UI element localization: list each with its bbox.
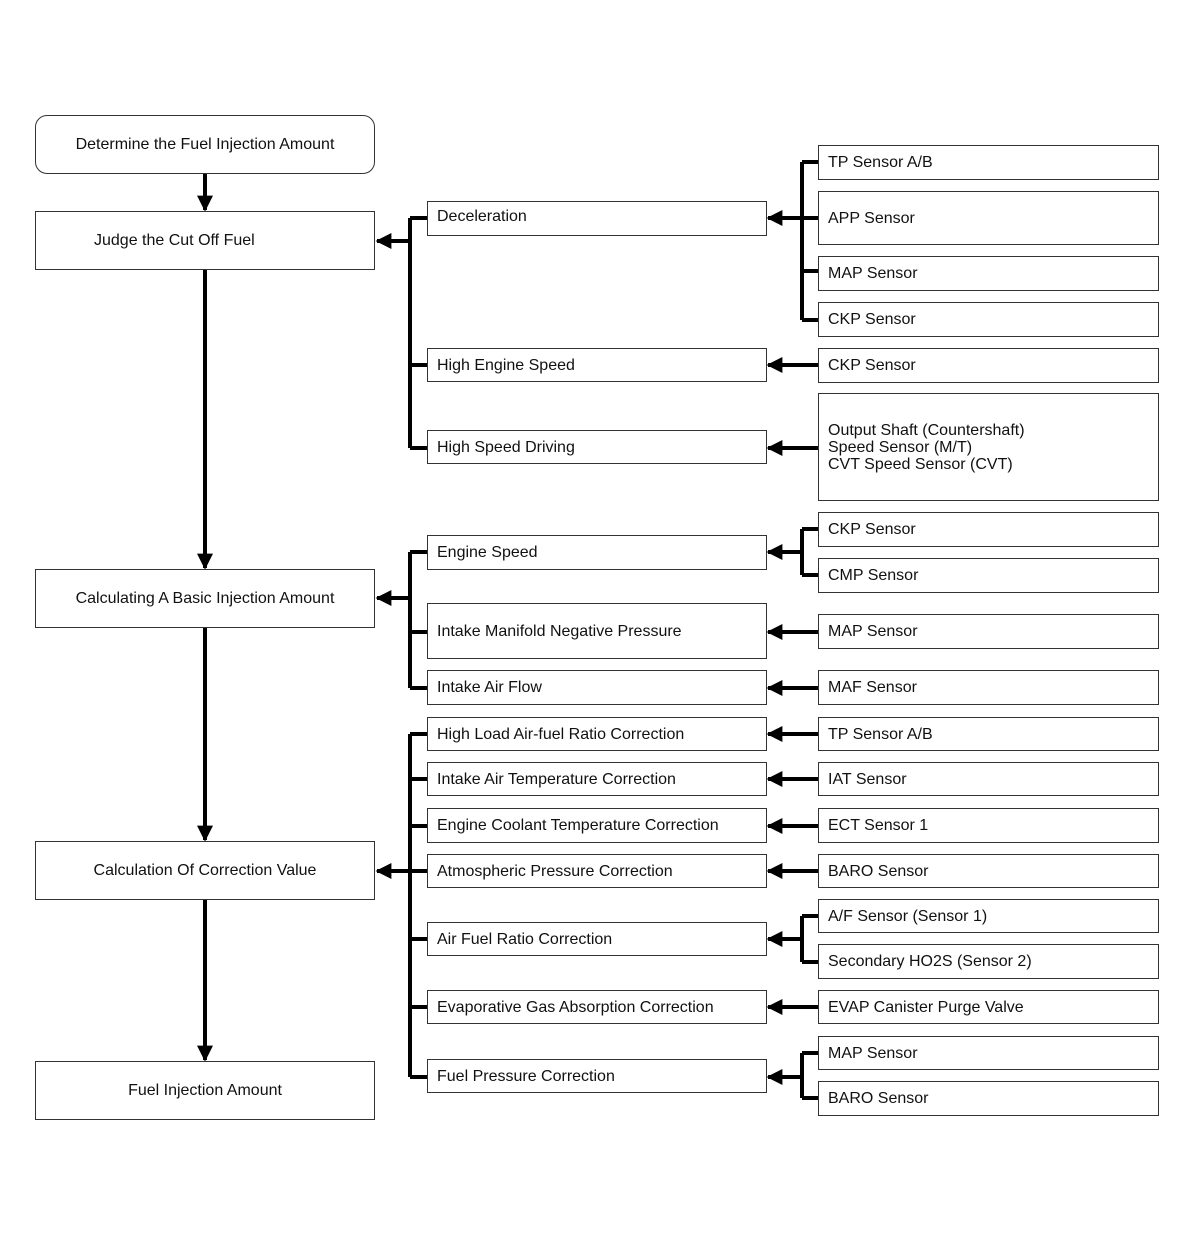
determine-fuel-injection-amount-box: Determine the Fuel Injection Amount <box>35 115 375 174</box>
sensor-label: CMP Sensor <box>828 567 919 584</box>
intake-air-temp-correction-box: Intake Air Temperature Correction <box>427 762 767 796</box>
correction-label: High Load Air-fuel Ratio Correction <box>437 725 685 743</box>
ckp-sensor-box: CKP Sensor <box>818 348 1159 383</box>
map-sensor-box: MAP Sensor <box>818 614 1159 649</box>
sensor-label: EVAP Canister Purge Valve <box>828 998 1024 1016</box>
basic-injection-amount-box: Calculating A Basic Injection Amount <box>35 569 375 628</box>
sensor-label: BARO Sensor <box>828 862 929 880</box>
evaporative-correction-box: Evaporative Gas Absorption Correction <box>427 990 767 1024</box>
judge-cut-off-label: Judge the Cut Off Fuel <box>94 232 255 249</box>
intake-manifold-pressure-box: Intake Manifold Negative Pressure <box>427 603 767 659</box>
sensor-label: ECT Sensor 1 <box>828 817 929 834</box>
high-engine-speed-label: High Engine Speed <box>437 356 575 374</box>
sensor-line: Output Shaft (Countershaft) <box>828 421 1025 439</box>
correction-label: Fuel Pressure Correction <box>437 1067 615 1085</box>
sensor-label: MAP Sensor <box>828 1044 918 1062</box>
baro-sensor-box: BARO Sensor <box>818 854 1159 888</box>
deceleration-box: Deceleration <box>427 201 767 236</box>
map-sensor-box: MAP Sensor <box>818 1036 1159 1070</box>
sensor-label: MAF Sensor <box>828 679 917 696</box>
sensor-label: TP Sensor A/B <box>828 154 933 171</box>
af-sensor-box: A/F Sensor (Sensor 1) <box>818 899 1159 933</box>
sensor-label: BARO Sensor <box>828 1090 929 1107</box>
high-speed-driving-label: High Speed Driving <box>437 438 575 456</box>
cmp-sensor-box: CMP Sensor <box>818 558 1159 593</box>
tp-sensor-ab-box: TP Sensor A/B <box>818 717 1159 751</box>
app-sensor-box: APP Sensor <box>818 191 1159 245</box>
basic-amount-label: Calculating A Basic Injection Amount <box>75 590 335 607</box>
correction-value-box: Calculation Of Correction Value <box>35 841 375 900</box>
baro-sensor-box: BARO Sensor <box>818 1081 1159 1116</box>
determine-label: Determine the Fuel Injection Amount <box>75 136 335 153</box>
secondary-ho2s-box: Secondary HO2S (Sensor 2) <box>818 944 1159 979</box>
sensor-label: MAP Sensor <box>828 623 918 640</box>
evap-purge-valve-box: EVAP Canister Purge Valve <box>818 990 1159 1024</box>
sensor-line: CVT Speed Sensor (CVT) <box>828 455 1013 473</box>
air-fuel-ratio-correction-box: Air Fuel Ratio Correction <box>427 922 767 956</box>
sensor-label: CKP Sensor <box>828 311 916 328</box>
high-engine-speed-box: High Engine Speed <box>427 348 767 382</box>
correction-label: Evaporative Gas Absorption Correction <box>437 998 714 1016</box>
correction-label: Atmospheric Pressure Correction <box>437 862 673 880</box>
sensor-label: Secondary HO2S (Sensor 2) <box>828 953 1032 970</box>
correction-value-label: Calculation Of Correction Value <box>93 862 317 879</box>
high-load-correction-box: High Load Air-fuel Ratio Correction <box>427 717 767 751</box>
judge-cut-off-fuel-box: Judge the Cut Off Fuel <box>35 211 375 270</box>
intake-air-flow-box: Intake Air Flow <box>427 670 767 705</box>
correction-label: Engine Coolant Temperature Correction <box>437 817 719 834</box>
ckp-sensor-box: CKP Sensor <box>818 512 1159 547</box>
maf-sensor-box: MAF Sensor <box>818 670 1159 705</box>
iat-sensor-box: IAT Sensor <box>818 762 1159 796</box>
sensor-label: IAT Sensor <box>828 770 907 788</box>
sensor-label: CKP Sensor <box>828 521 916 538</box>
fuel-injection-amount-box: Fuel Injection Amount <box>35 1061 375 1120</box>
engine-speed-label: Engine Speed <box>437 544 538 561</box>
high-speed-driving-box: High Speed Driving <box>427 430 767 464</box>
engine-speed-box: Engine Speed <box>427 535 767 570</box>
coolant-temp-correction-box: Engine Coolant Temperature Correction <box>427 808 767 843</box>
fuel-amount-label: Fuel Injection Amount <box>128 1082 282 1099</box>
ect-sensor-box: ECT Sensor 1 <box>818 808 1159 843</box>
correction-label: Air Fuel Ratio Correction <box>437 930 613 948</box>
intake-manifold-label: Intake Manifold Negative Pressure <box>437 622 682 640</box>
correction-label: Intake Air Temperature Correction <box>437 770 676 788</box>
sensor-label: A/F Sensor (Sensor 1) <box>828 907 988 925</box>
sensor-line: Speed Sensor (M/T) <box>828 438 973 456</box>
map-sensor-box: MAP Sensor <box>818 256 1159 291</box>
atmospheric-pressure-correction-box: Atmospheric Pressure Correction <box>427 854 767 888</box>
intake-air-flow-label: Intake Air Flow <box>437 679 542 696</box>
sensor-label: TP Sensor A/B <box>828 725 933 743</box>
deceleration-label: Deceleration <box>437 208 527 225</box>
ckp-sensor-box: CKP Sensor <box>818 302 1159 337</box>
fuel-pressure-correction-box: Fuel Pressure Correction <box>427 1059 767 1093</box>
output-shaft-speed-sensor-box: Output Shaft (Countershaft) Speed Sensor… <box>818 393 1159 501</box>
sensor-label: APP Sensor <box>828 209 915 227</box>
tp-sensor-ab-box: TP Sensor A/B <box>818 145 1159 180</box>
sensor-label: CKP Sensor <box>828 357 916 374</box>
sensor-label: MAP Sensor <box>828 265 918 282</box>
